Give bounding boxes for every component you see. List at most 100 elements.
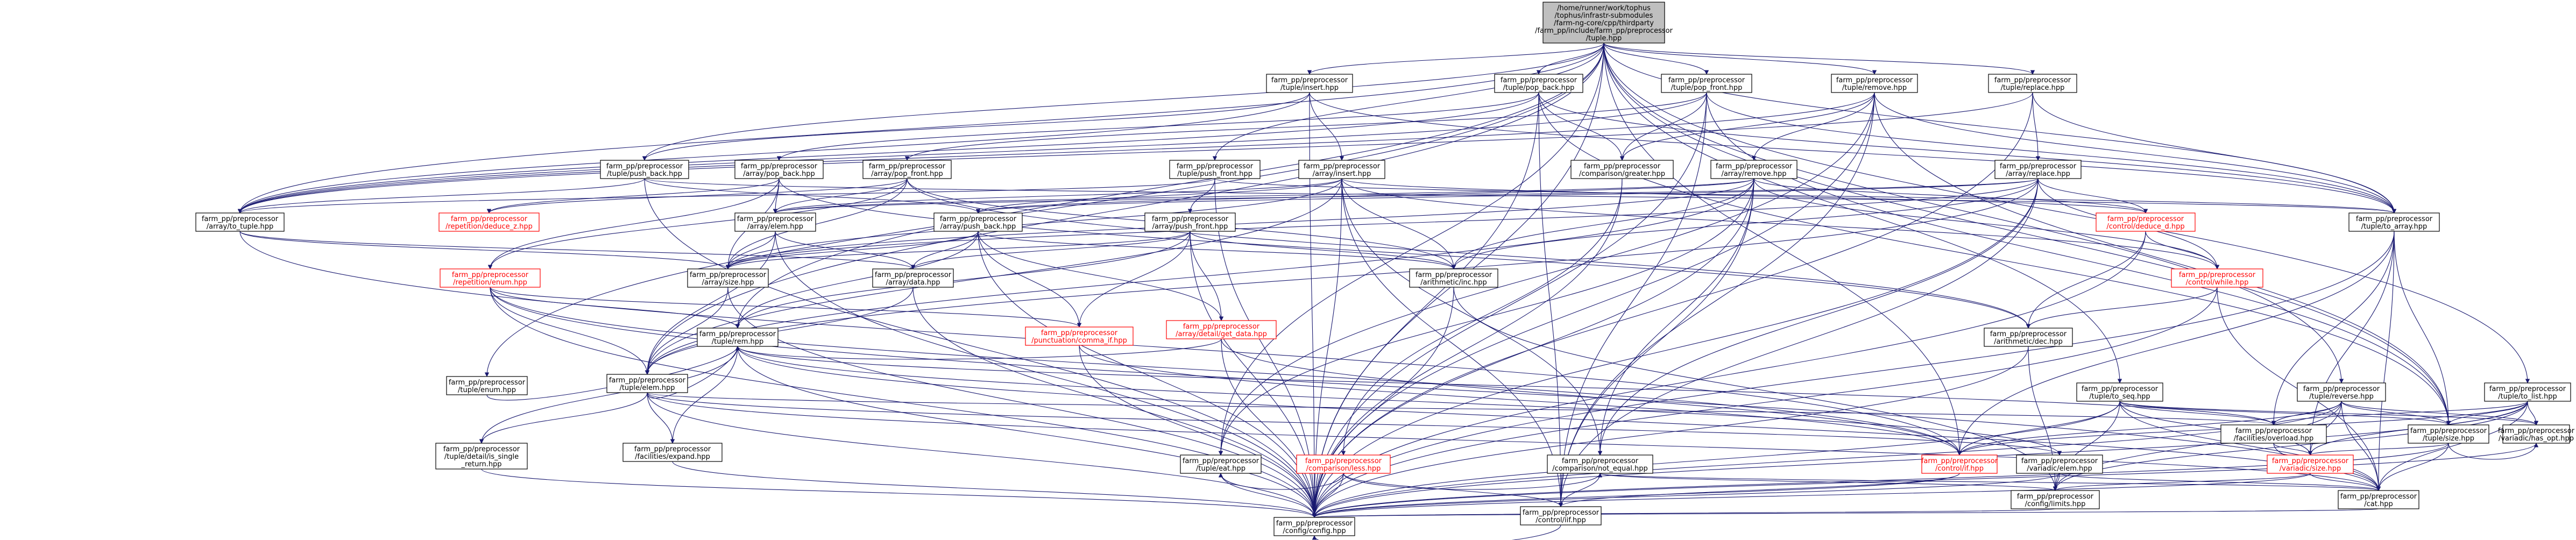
- node-label-line: /array/push_back.hpp: [940, 223, 1016, 231]
- node-facilities-expand[interactable]: farm_pp/preprocessor/facilities/expand.h…: [622, 443, 723, 462]
- node-tuple-enum[interactable]: farm_pp/preprocessor/tuple/enum.hpp: [446, 376, 528, 395]
- node-tuple-size[interactable]: farm_pp/preprocessor/tuple/size.hpp: [2408, 424, 2489, 444]
- edge-tuple-to-array-to-facilities-overload: [2274, 231, 2395, 425]
- node-label-line: /variadic/elem.hpp: [2027, 465, 2092, 473]
- node-tuple-eat[interactable]: farm_pp/preprocessor/tuple/eat.hpp: [1180, 454, 1262, 474]
- node-label-line: farm_pp/preprocessor: [2498, 427, 2575, 435]
- node-arithmetic-dec[interactable]: farm_pp/preprocessor/arithmetic/dec.hpp: [1984, 328, 2073, 347]
- edge-array-to-tuple-to-array-data: [239, 231, 913, 269]
- edge-tuple-pop-back-to-control-iif: [1538, 92, 1561, 507]
- node-facilities-overload[interactable]: farm_pp/preprocessor/facilities/overload…: [2220, 424, 2327, 444]
- node-tuple-to-seq[interactable]: farm_pp/preprocessor/tuple/to_seq.hpp: [2076, 382, 2163, 402]
- node-control-if[interactable]: farm_pp/preprocessor/control/if.hpp: [1921, 454, 1998, 474]
- node-tuple-rem[interactable]: farm_pp/preprocessor/tuple/rem.hpp: [697, 328, 779, 347]
- node-label-line: farm_pp/preprocessor: [609, 376, 686, 385]
- node-tuple-replace[interactable]: farm_pp/preprocessor/tuple/replace.hpp: [1988, 74, 2077, 93]
- node-array-insert[interactable]: farm_pp/preprocessor/array/insert.hpp: [1298, 160, 1385, 179]
- edge-array-pop-back-to-repetition-deduce-z: [489, 178, 780, 214]
- node-tuple-remove[interactable]: farm_pp/preprocessor/tuple/remove.hpp: [1831, 74, 1918, 93]
- node-label-line: /arithmetic/inc.hpp: [1420, 279, 1487, 287]
- node-control-while[interactable]: farm_pp/preprocessor/control/while.hpp: [2171, 268, 2263, 288]
- node-comparison-greater[interactable]: farm_pp/preprocessor/comparison/greater.…: [1570, 160, 1674, 179]
- edge-tuple-to-list-to-variadic-has-opt: [2527, 401, 2536, 425]
- edge-tuple-elem-to-facilities-overload: [647, 392, 2274, 425]
- node-variadic-size[interactable]: farm_pp/preprocessor/variadic/size.hpp: [2267, 454, 2354, 474]
- edge-array-push-front-to-array-size: [728, 231, 1191, 269]
- node-label-line: farm_pp/preprocessor: [1041, 329, 1118, 337]
- edge-tuple-push-back-to-array-push-back: [644, 178, 978, 214]
- edge-tuple-size-to-config-config: [1314, 443, 2449, 517]
- node-comparison-not-equal[interactable]: farm_pp/preprocessor/comparison/not_equa…: [1547, 454, 1653, 474]
- node-label-line: /tuple/to_list.hpp: [2498, 393, 2557, 401]
- node-tuple-push-back[interactable]: farm_pp/preprocessor/tuple/push_back.hpp: [600, 160, 689, 179]
- node-label-line: farm_pp/preprocessor: [2000, 162, 2077, 170]
- node-tuple-pop-front[interactable]: farm_pp/preprocessor/tuple/pop_front.hpp: [1661, 74, 1752, 93]
- node-label-line: /variadic/size.hpp: [2280, 465, 2341, 473]
- edge-tuple-pop-back-to-tuple-to-array: [1538, 92, 2394, 213]
- node-root[interactable]: /home/runner/work/tophus/tophus/infrastr…: [1535, 2, 1673, 44]
- node-variadic-has-opt[interactable]: farm_pp/preprocessor/variadic/has_opt.hp…: [2498, 424, 2575, 444]
- node-label-line: /home/runner/work/tophus: [1557, 4, 1651, 12]
- node-tuple-elem[interactable]: farm_pp/preprocessor/tuple/elem.hpp: [606, 374, 688, 393]
- node-box: [1988, 74, 2077, 93]
- node-tuple-push-front[interactable]: farm_pp/preprocessor/tuple/push_front.hp…: [1169, 160, 1261, 179]
- edge-tuple-to-seq-to-variadic-has-opt: [2119, 401, 2536, 425]
- edge-tuple-rem-to-facilities-overload: [737, 346, 2274, 425]
- node-tuple-detail-is-single-return[interactable]: farm_pp/preprocessor/tuple/detail/is_sin…: [435, 443, 528, 470]
- node-tuple-pop-back[interactable]: farm_pp/preprocessor/tuple/pop_back.hpp: [1494, 74, 1583, 93]
- node-label-line: farm_pp/preprocessor: [2107, 215, 2184, 223]
- edge-tuple-pop-front-to-tuple-size: [1706, 92, 2448, 425]
- node-array-size[interactable]: farm_pp/preprocessor/array/size.hpp: [687, 268, 769, 288]
- node-array-pop-back[interactable]: farm_pp/preprocessor/array/pop_back.hpp: [734, 160, 824, 179]
- node-array-to-tuple[interactable]: farm_pp/preprocessor/array/to_tuple.hpp: [195, 212, 285, 232]
- node-tuple-to-array[interactable]: farm_pp/preprocessor/tuple/to_array.hpp: [2348, 212, 2440, 232]
- edge-tuple-size-to-variadic-has-opt: [2448, 443, 2536, 460]
- node-punctuation-comma-if[interactable]: farm_pp/preprocessor/punctuation/comma_i…: [1025, 326, 1134, 346]
- node-array-push-back[interactable]: farm_pp/preprocessor/array/push_back.hpp: [933, 212, 1023, 232]
- node-box: [1298, 160, 1385, 179]
- edge-array-detail-get-data-to-tuple-rem: [738, 338, 1222, 360]
- node-control-deduce-d[interactable]: farm_pp/preprocessor/control/deduce_d.hp…: [2096, 212, 2196, 232]
- edge-tuple-to-seq-to-cat: [2119, 401, 2379, 491]
- node-array-elem[interactable]: farm_pp/preprocessor/array/elem.hpp: [734, 212, 816, 232]
- node-label-line: farm_pp/preprocessor: [1177, 162, 1254, 170]
- node-array-push-front[interactable]: farm_pp/preprocessor/array/push_front.hp…: [1144, 212, 1236, 232]
- edge-facilities-expand-to-config-config: [672, 461, 1314, 518]
- node-array-replace[interactable]: farm_pp/preprocessor/array/replace.hpp: [1994, 160, 2082, 179]
- node-tuple-to-list[interactable]: farm_pp/preprocessor/tuple/to_list.hpp: [2484, 382, 2571, 402]
- node-label-line: farm_pp/preprocessor: [443, 445, 520, 453]
- node-box: [734, 160, 824, 179]
- edge-tuple-rem-to-facilities-expand: [673, 346, 738, 443]
- node-cat[interactable]: farm_pp/preprocessor/cat.hpp: [2338, 490, 2419, 509]
- node-tuple-insert[interactable]: farm_pp/preprocessor/tuple/insert.hpp: [1266, 74, 1353, 93]
- edge-arithmetic-inc-to-config-config: [1314, 287, 1454, 517]
- edge-comparison-not-equal-to-cat: [1600, 473, 2379, 491]
- node-comparison-less[interactable]: farm_pp/preprocessor/comparison/less.hpp: [1296, 454, 1391, 474]
- edge-array-pop-front-to-repetition-enum: [490, 178, 908, 269]
- edge-repetition-enum-to-tuple-elem: [490, 287, 647, 374]
- edge-tuple-pop-back-to-comparison-greater: [1538, 92, 1622, 160]
- edge-tuple-remove-to-tuple-to-array: [1874, 92, 2394, 213]
- node-array-pop-front[interactable]: farm_pp/preprocessor/array/pop_front.hpp: [862, 160, 952, 179]
- node-arithmetic-inc[interactable]: farm_pp/preprocessor/arithmetic/inc.hpp: [1409, 268, 1498, 288]
- node-tuple-reverse[interactable]: farm_pp/preprocessor/tuple/reverse.hpp: [2297, 382, 2386, 402]
- edge-tuple-insert-to-tuple-to-array: [1309, 92, 2394, 213]
- node-repetition-deduce-z[interactable]: farm_pp/preprocessor/repetition/deduce_z…: [438, 212, 540, 232]
- node-array-remove[interactable]: farm_pp/preprocessor/array/remove.hpp: [1710, 160, 1797, 179]
- node-box: [1831, 74, 1918, 93]
- file-nodes: /home/runner/work/tophus/tophus/infrastr…: [195, 2, 2575, 536]
- node-label-line: /array/remove.hpp: [1721, 170, 1786, 178]
- edge-arithmetic-dec-to-config-config: [1314, 346, 2029, 517]
- node-variadic-elem[interactable]: farm_pp/preprocessor/variadic/elem.hpp: [2016, 454, 2103, 474]
- node-repetition-enum[interactable]: farm_pp/preprocessor/repetition/enum.hpp: [440, 268, 541, 288]
- node-box: [1661, 74, 1752, 93]
- node-label-line: /tuple/remove.hpp: [1842, 84, 1907, 92]
- node-config-limits[interactable]: farm_pp/preprocessor/config/limits.hpp: [2011, 490, 2100, 509]
- edge-repetition-enum-to-control-if: [490, 287, 1959, 455]
- node-box: [933, 212, 1023, 232]
- node-config-config[interactable]: farm_pp/preprocessor/config/config.hpp: [1273, 517, 1355, 536]
- node-array-data[interactable]: farm_pp/preprocessor/array/data.hpp: [872, 268, 954, 288]
- node-control-iif[interactable]: farm_pp/preprocessor/control/iif.hpp: [1520, 506, 1602, 525]
- node-array-detail-get-data[interactable]: farm_pp/preprocessor/array/detail/get_da…: [1166, 320, 1277, 339]
